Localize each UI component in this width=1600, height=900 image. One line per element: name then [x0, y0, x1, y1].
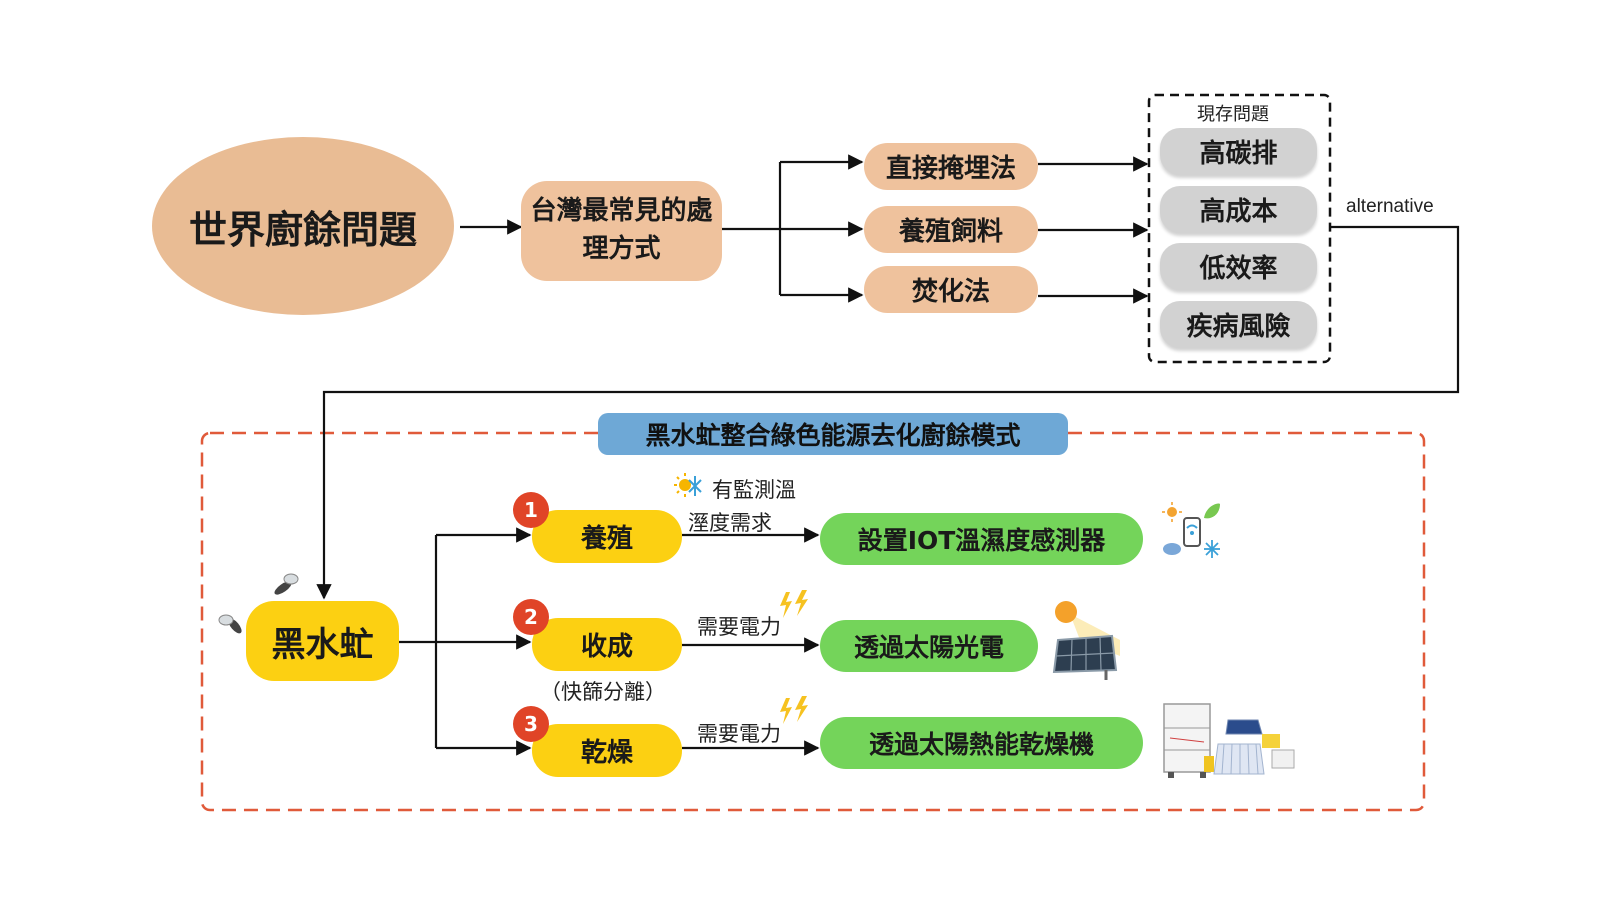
solar-panel-icon	[1052, 601, 1120, 680]
arrow-alternative	[316, 225, 1460, 600]
fly-icon	[218, 614, 242, 634]
method-incineration: 焚化法	[864, 266, 1038, 313]
iot-sensor-icon	[1162, 502, 1220, 558]
method-animal-feed: 養殖飼料	[864, 206, 1038, 253]
issue-high-cost-label: 高成本	[1199, 197, 1278, 227]
taiwan-methods-label: 台灣最常見的處理方式	[530, 196, 713, 264]
solution-solar-dryer-label: 透過太陽熱能乾燥機	[868, 730, 1094, 759]
fly-icon	[274, 573, 299, 595]
issue-low-efficiency: 低效率	[1160, 243, 1317, 290]
method-landfill-label: 直接掩埋法	[885, 154, 1016, 184]
issue-disease-risk-label: 疾病風險	[1186, 312, 1291, 342]
issue-high-carbon-label: 高碳排	[1199, 139, 1278, 169]
world-food-waste-label: 世界廚餘問題	[188, 207, 417, 252]
lightning-icon	[780, 590, 808, 618]
alternative-label: alternative	[1346, 196, 1434, 217]
method-incineration-label: 焚化法	[911, 277, 990, 307]
solution-solar-pv-label: 透過太陽光電	[853, 633, 1004, 662]
step-badge-3: 3	[513, 706, 549, 742]
step-drying: 乾燥	[532, 724, 682, 777]
need-electricity-label-2: 需要電力	[697, 722, 781, 746]
solution-solar-pv: 透過太陽光電	[820, 620, 1038, 672]
solar-dryer-icon	[1163, 703, 1295, 778]
step-harvest-note: （快篩分離）	[540, 680, 666, 704]
issue-high-cost: 高成本	[1160, 186, 1317, 233]
taiwan-methods-box: 台灣最常見的處理方式	[521, 181, 722, 281]
solution-iot-sensor: 設置IOT溫濕度感測器	[820, 513, 1143, 565]
solution-solar-dryer: 透過太陽熱能乾燥機	[820, 717, 1143, 769]
issue-disease-risk: 疾病風險	[1160, 301, 1317, 348]
issues-frame	[1147, 93, 1332, 364]
model-title: 黑水虻整合綠色能源去化廚餘模式	[598, 413, 1068, 455]
world-food-waste-ellipse: 世界廚餘問題	[152, 137, 454, 315]
issue-high-carbon: 高碳排	[1160, 128, 1317, 175]
sun-snowflake-icon	[674, 473, 702, 497]
step-harvest: 收成	[532, 618, 682, 671]
step-harvest-label: 收成	[580, 632, 633, 662]
step-badge-1: 1	[513, 492, 549, 528]
need-monitoring-label: 有監測溫溼度需求	[688, 478, 796, 535]
step-breeding: 養殖	[532, 510, 682, 563]
model-title-label: 黑水虻整合綠色能源去化廚餘模式	[645, 421, 1021, 450]
method-landfill: 直接掩埋法	[864, 143, 1038, 190]
lightning-icon	[780, 696, 808, 724]
step-drying-label: 乾燥	[580, 738, 633, 768]
step-breeding-label: 養殖	[580, 524, 633, 554]
method-animal-feed-label: 養殖飼料	[898, 217, 1003, 247]
issues-heading: 現存問題	[1197, 104, 1269, 125]
solution-iot-sensor-label: 設置IOT溫濕度感測器	[857, 526, 1106, 555]
step-badge-2: 2	[513, 599, 549, 635]
need-electricity-label: 需要電力	[697, 615, 781, 639]
bsf-box: 黑水虻	[246, 601, 399, 681]
issue-low-efficiency-label: 低效率	[1199, 254, 1278, 284]
bsf-label: 黑水虻	[271, 624, 374, 665]
